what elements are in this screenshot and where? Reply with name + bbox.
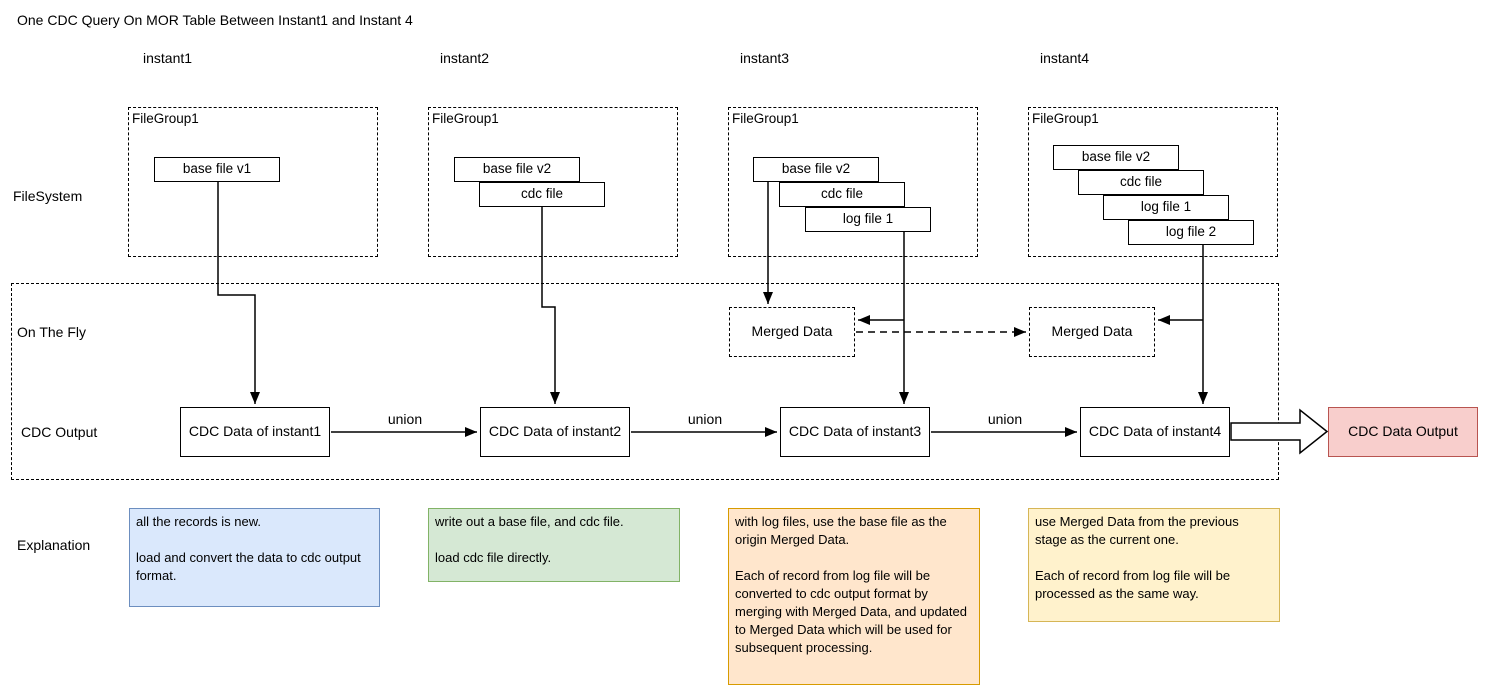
- row-label-cdc-output: CDC Output: [21, 424, 98, 440]
- explanation-box-instant4: use Merged Data from the previous stage …: [1028, 508, 1280, 622]
- explanation-paragraph: load cdc file directly.: [435, 550, 552, 565]
- union-label-2: union: [687, 411, 723, 427]
- filegroup-container-instant4: FileGroup1: [1028, 107, 1278, 257]
- file-box-base-file-v1: base file v1: [154, 157, 280, 182]
- cdc-data-box-instant3: CDC Data of instant3: [780, 407, 930, 457]
- filegroup-label: FileGroup1: [1032, 111, 1099, 126]
- file-box-cdc-file: cdc file: [1078, 170, 1204, 195]
- file-box-cdc-file: cdc file: [779, 182, 905, 207]
- explanation-box-instant1: all the records is new. load and convert…: [129, 508, 380, 607]
- explanation-box-instant3: with log files, use the base file as the…: [728, 508, 980, 685]
- merged-data-box-instant4: Merged Data: [1029, 307, 1155, 357]
- diagram-title: One CDC Query On MOR Table Between Insta…: [17, 12, 413, 28]
- explanation-paragraph: with log files, use the base file as the…: [735, 514, 947, 547]
- merged-data-box-instant3: Merged Data: [729, 307, 855, 357]
- file-box-log-file-1: log file 1: [1103, 195, 1229, 220]
- filegroup-label: FileGroup1: [732, 111, 799, 126]
- explanation-paragraph: write out a base file, and cdc file.: [435, 514, 624, 529]
- filegroup-label: FileGroup1: [132, 111, 199, 126]
- filegroup-container-instant3: FileGroup1: [728, 107, 978, 257]
- union-label-1: union: [387, 411, 423, 427]
- explanation-paragraph: Each of record from log file will be con…: [735, 568, 967, 655]
- file-box-log-file-2: log file 2: [1128, 220, 1254, 245]
- file-box-base-file-v2: base file v2: [454, 157, 580, 182]
- filegroup-container-instant1: FileGroup1: [128, 107, 378, 257]
- explanation-paragraph: use Merged Data from the previous stage …: [1035, 514, 1239, 547]
- column-label-instant3: instant3: [740, 50, 790, 66]
- cdc-data-box-instant4: CDC Data of instant4: [1080, 407, 1230, 457]
- explanation-paragraph: load and convert the data to cdc output …: [136, 550, 361, 583]
- explanation-box-instant2: write out a base file, and cdc file. loa…: [428, 508, 680, 582]
- column-label-instant1: instant1: [143, 50, 193, 66]
- filegroup-label: FileGroup1: [432, 111, 499, 126]
- cdc-data-output-box: CDC Data Output: [1328, 407, 1478, 457]
- explanation-paragraph: all the records is new.: [136, 514, 262, 529]
- column-label-instant2: instant2: [440, 50, 490, 66]
- union-label-3: union: [987, 411, 1023, 427]
- row-label-on-the-fly: On The Fly: [17, 324, 86, 340]
- cdc-data-box-instant2: CDC Data of instant2: [480, 407, 630, 457]
- explanation-paragraph: Each of record from log file will be pro…: [1035, 568, 1231, 601]
- file-box-cdc-file: cdc file: [479, 182, 605, 207]
- file-box-base-file-v2: base file v2: [753, 157, 879, 182]
- cdc-data-box-instant1: CDC Data of instant1: [180, 407, 330, 457]
- row-label-filesystem: FileSystem: [13, 188, 83, 204]
- processing-container: [11, 283, 1279, 480]
- file-box-base-file-v2: base file v2: [1053, 145, 1179, 170]
- file-box-log-file-1: log file 1: [805, 207, 931, 232]
- column-label-instant4: instant4: [1040, 50, 1090, 66]
- row-label-explanation: Explanation: [17, 537, 91, 553]
